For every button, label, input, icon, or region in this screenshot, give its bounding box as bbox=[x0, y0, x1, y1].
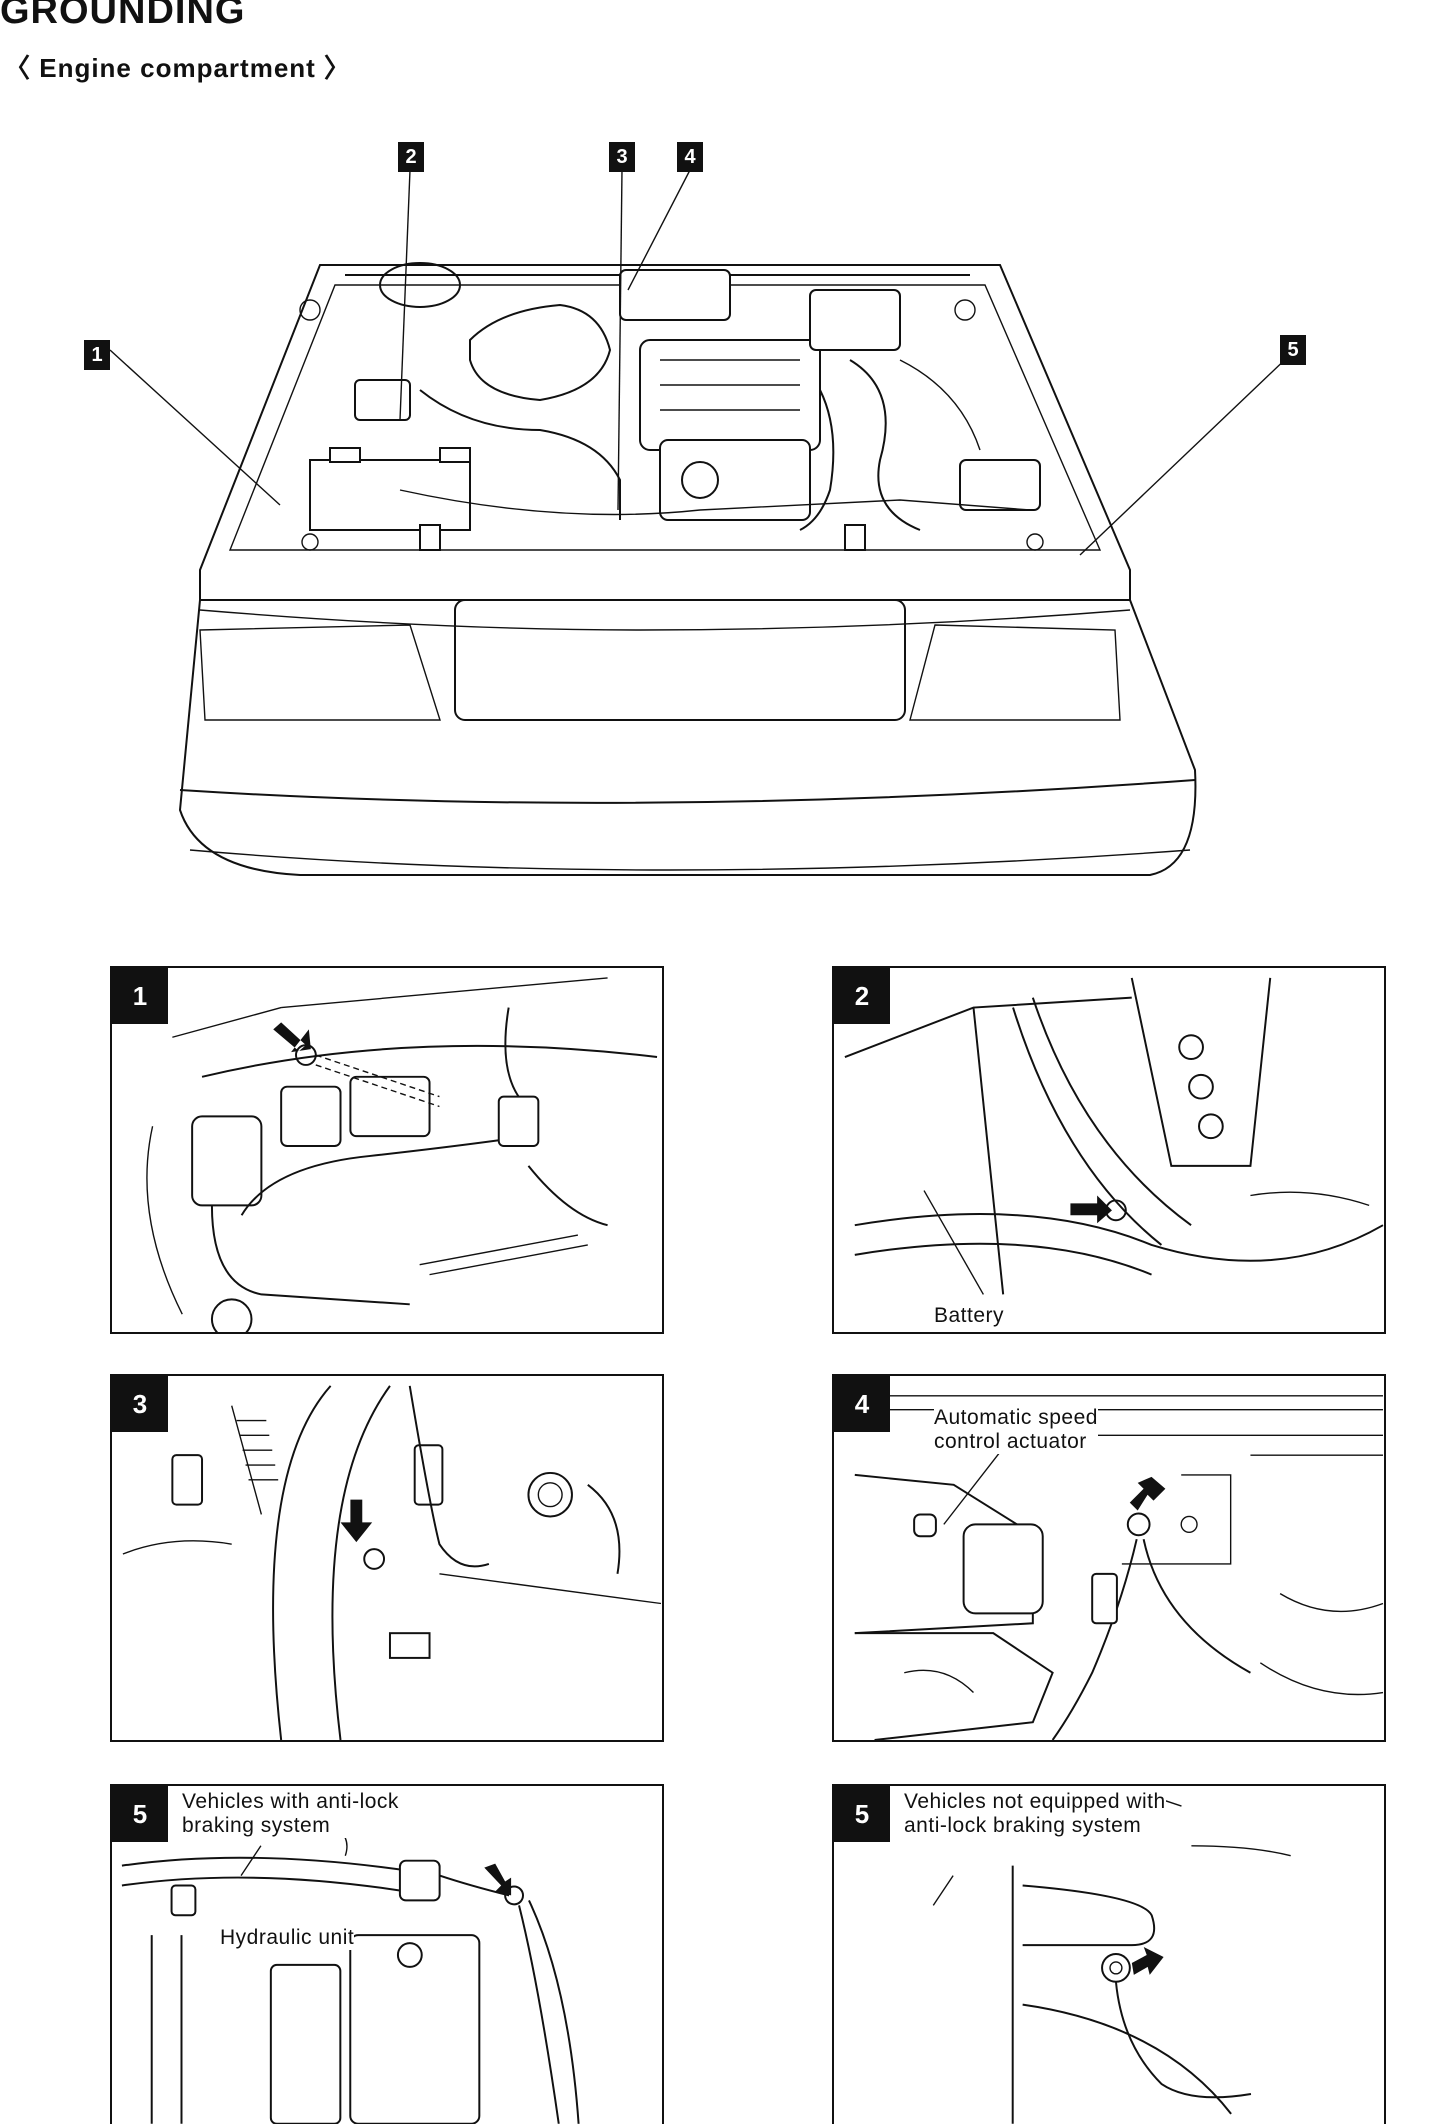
panel-1-drawing bbox=[146, 977, 658, 1332]
callout-1: 1 bbox=[84, 340, 110, 370]
detail-panel-1: 1 bbox=[110, 966, 664, 1334]
callout-5: 5 bbox=[1280, 335, 1306, 365]
detail-panel-3: 3 bbox=[110, 1374, 664, 1742]
actuator-label: Automatic speed control actuator bbox=[934, 1406, 1098, 1454]
callout-3: 3 bbox=[609, 142, 635, 172]
panel-number: 3 bbox=[112, 1376, 168, 1432]
panel-4-drawing bbox=[835, 1395, 1384, 1740]
hydraulic-unit-label: Hydraulic unit bbox=[220, 1926, 355, 1950]
panel-3-drawing bbox=[122, 1385, 662, 1740]
engine-compartment-drawing bbox=[109, 169, 1294, 876]
detail-panel-5-non-abs: 5 Vehicles not equipped with anti-lock b… bbox=[832, 1784, 1386, 2124]
detail-panel-4: 4 Automatic speed control actuator bbox=[832, 1374, 1386, 1742]
battery-label: Battery bbox=[934, 1304, 1005, 1328]
panel-number: 5 bbox=[834, 1786, 890, 1842]
callout-4: 4 bbox=[677, 142, 703, 172]
panel-number: 2 bbox=[834, 968, 890, 1024]
detail-panel-2: 2 Battery bbox=[832, 966, 1386, 1334]
abs-vehicles-label: Vehicles with anti-lock braking system bbox=[182, 1790, 399, 1838]
panel-number: 4 bbox=[834, 1376, 890, 1432]
callout-2: 2 bbox=[398, 142, 424, 172]
detail-panel-5-abs: 5 Vehicles with anti-lock braking system… bbox=[110, 1784, 664, 2124]
panel-number: 5 bbox=[112, 1786, 168, 1842]
page-subtitle: 〈 Engine compartment 〉 bbox=[4, 53, 352, 83]
panel-2-drawing bbox=[844, 977, 1384, 1295]
page-title: GROUNDING bbox=[0, 0, 246, 32]
engine-compartment-overview: 1 2 3 4 5 bbox=[0, 130, 1440, 890]
non-abs-vehicles-label: Vehicles not equipped with anti-lock bra… bbox=[904, 1790, 1166, 1838]
panel-number: 1 bbox=[112, 968, 168, 1024]
